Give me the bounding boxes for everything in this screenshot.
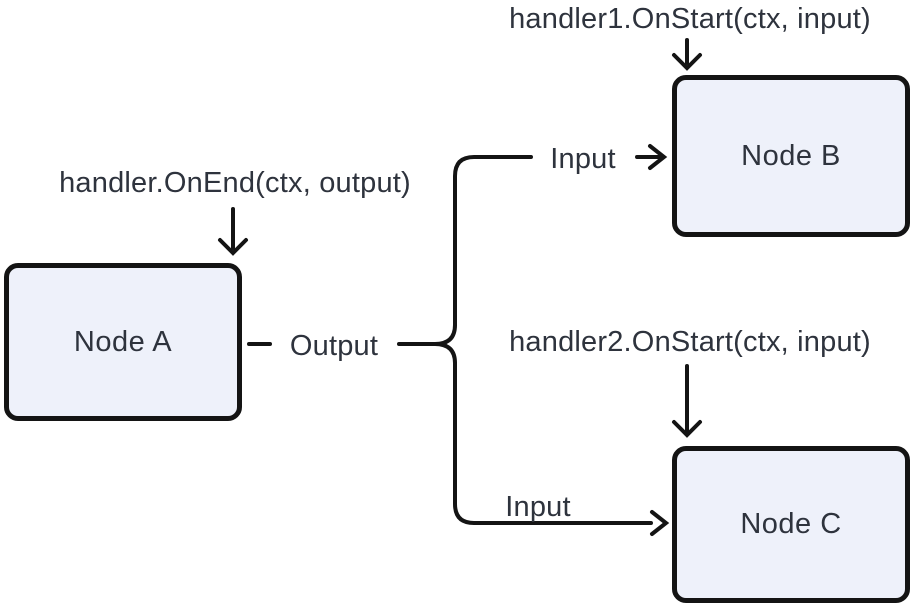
node-b-label: Node B <box>741 139 841 172</box>
branch-junction <box>433 323 457 365</box>
edge-label-input-node-b: Input <box>550 143 616 175</box>
node-c-label: Node C <box>740 508 842 540</box>
node-a-label: Node A <box>73 325 173 358</box>
node-b: Node B <box>672 75 910 237</box>
arrow-right-icon <box>650 510 670 536</box>
annotation-handler2-onstart: handler2.OnStart(ctx, input) <box>509 326 871 358</box>
node-a: Node A <box>4 263 242 421</box>
arrow-down-icon <box>672 53 702 71</box>
edge-to-node-b-line <box>453 155 533 327</box>
arrow-down-icon <box>672 420 702 438</box>
annotation-handler1-onstart: handler1.OnStart(ctx, input) <box>509 3 871 35</box>
node-c: Node C <box>672 446 910 603</box>
edge-label-output: Output <box>289 330 379 362</box>
arrow-down-icon <box>218 238 248 256</box>
arrow-right-icon <box>648 144 668 170</box>
edge-label-input-node-c: Input <box>505 491 571 523</box>
annotation-handler-onend: handler.OnEnd(ctx, output) <box>59 167 411 199</box>
edge-to-node-c-line <box>453 361 653 525</box>
